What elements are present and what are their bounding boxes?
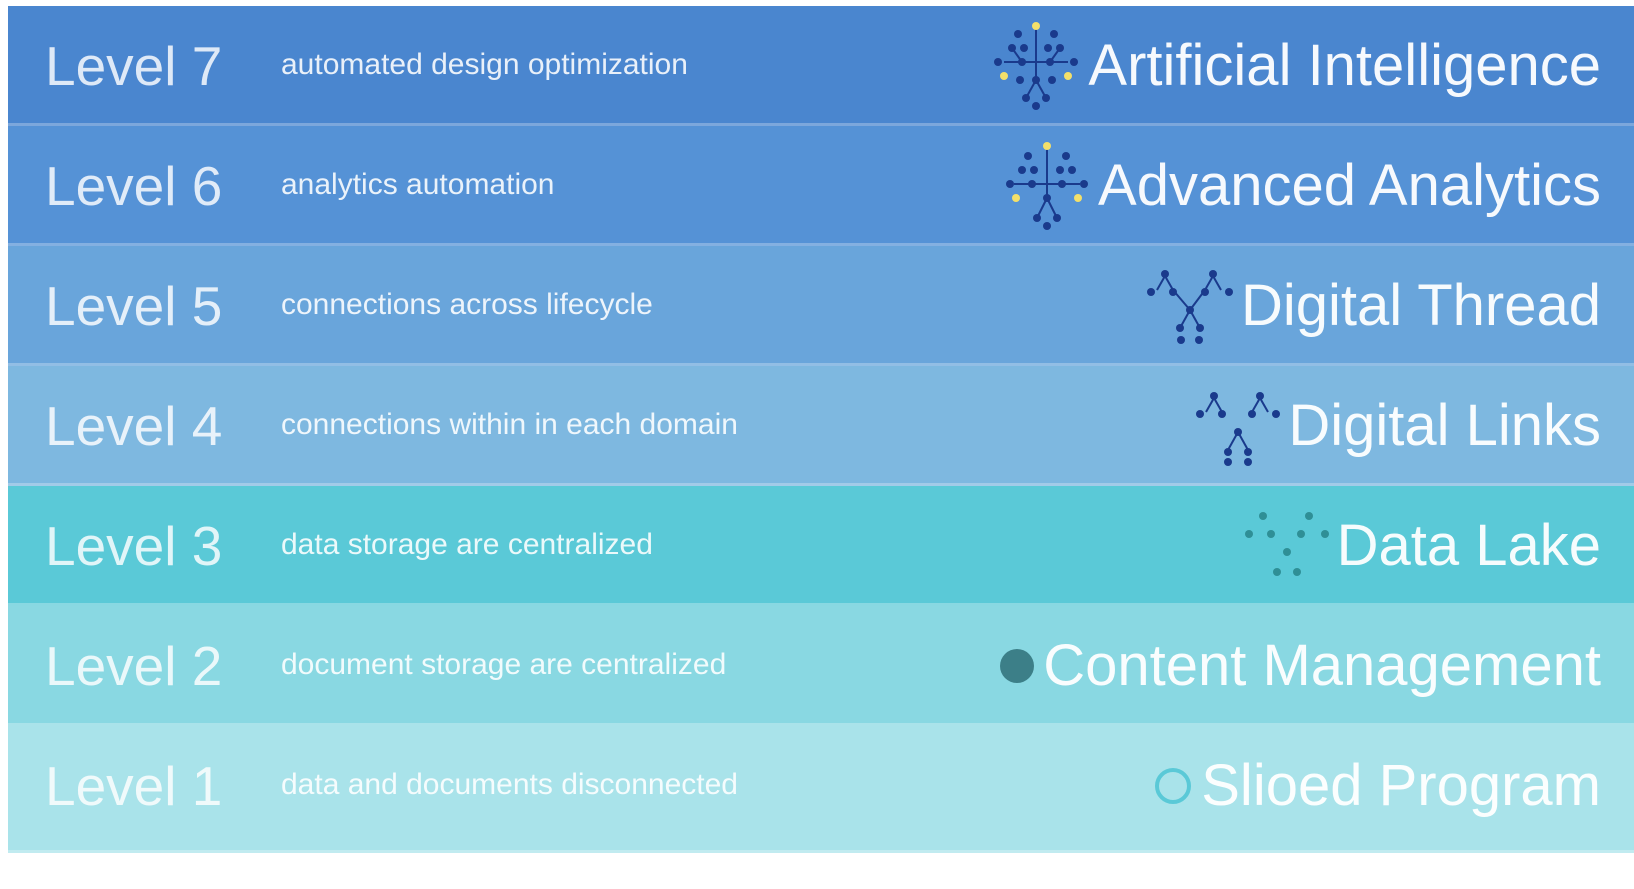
thread-network-icon: [1146, 270, 1233, 344]
level-label: Level 3: [45, 515, 223, 577]
level-4-row: Level 4 connections within in each domai…: [8, 366, 1634, 486]
level-6-row: Level 6 analytics automation Advanced An: [8, 126, 1634, 246]
analytics-network-icon: [1006, 142, 1089, 230]
level-title: Slioed Program: [1201, 753, 1601, 818]
level-7-row: Level 7 automated design optimization: [8, 6, 1634, 126]
ai-network-icon: [994, 22, 1079, 110]
level-title: Digital Links: [1288, 393, 1601, 458]
level-title: Artificial Intelligence: [1088, 33, 1601, 98]
filled-circle-icon: [1000, 649, 1035, 683]
links-network-icon: [1196, 392, 1281, 466]
ring-icon: [1155, 768, 1192, 804]
level-label: Level 7: [45, 35, 223, 97]
level-title: Data Lake: [1336, 513, 1601, 578]
level-5-row: Level 5 connections across lifecycle Dig…: [8, 246, 1634, 366]
maturity-levels-stack: Level 7 automated design optimization: [8, 6, 1634, 889]
level-title: Digital Thread: [1240, 273, 1601, 338]
level-label: Level 1: [45, 755, 223, 817]
level-description: automated design optimization: [281, 48, 688, 81]
level-1-row: Level 1 data and documents disconnected …: [8, 726, 1634, 853]
level-description: data storage are centralized: [281, 528, 653, 561]
level-2-row: Level 2 document storage are centralized…: [8, 606, 1634, 726]
level-title: Advanced Analytics: [1098, 153, 1601, 218]
level-label: Level 5: [45, 275, 223, 337]
level-description: document storage are centralized: [281, 648, 727, 681]
level-description: data and documents disconnected: [281, 768, 738, 801]
level-3-row: Level 3 data storage are centralized Dat…: [8, 486, 1634, 606]
level-label: Level 2: [45, 635, 223, 697]
data-lake-dots-icon: [1244, 512, 1329, 576]
level-description: analytics automation: [281, 168, 555, 201]
level-description: connections within in each domain: [281, 408, 738, 441]
level-title: Content Management: [1043, 633, 1601, 698]
level-description: connections across lifecycle: [281, 288, 653, 321]
level-label: Level 6: [45, 155, 223, 217]
level-label: Level 4: [45, 395, 223, 457]
